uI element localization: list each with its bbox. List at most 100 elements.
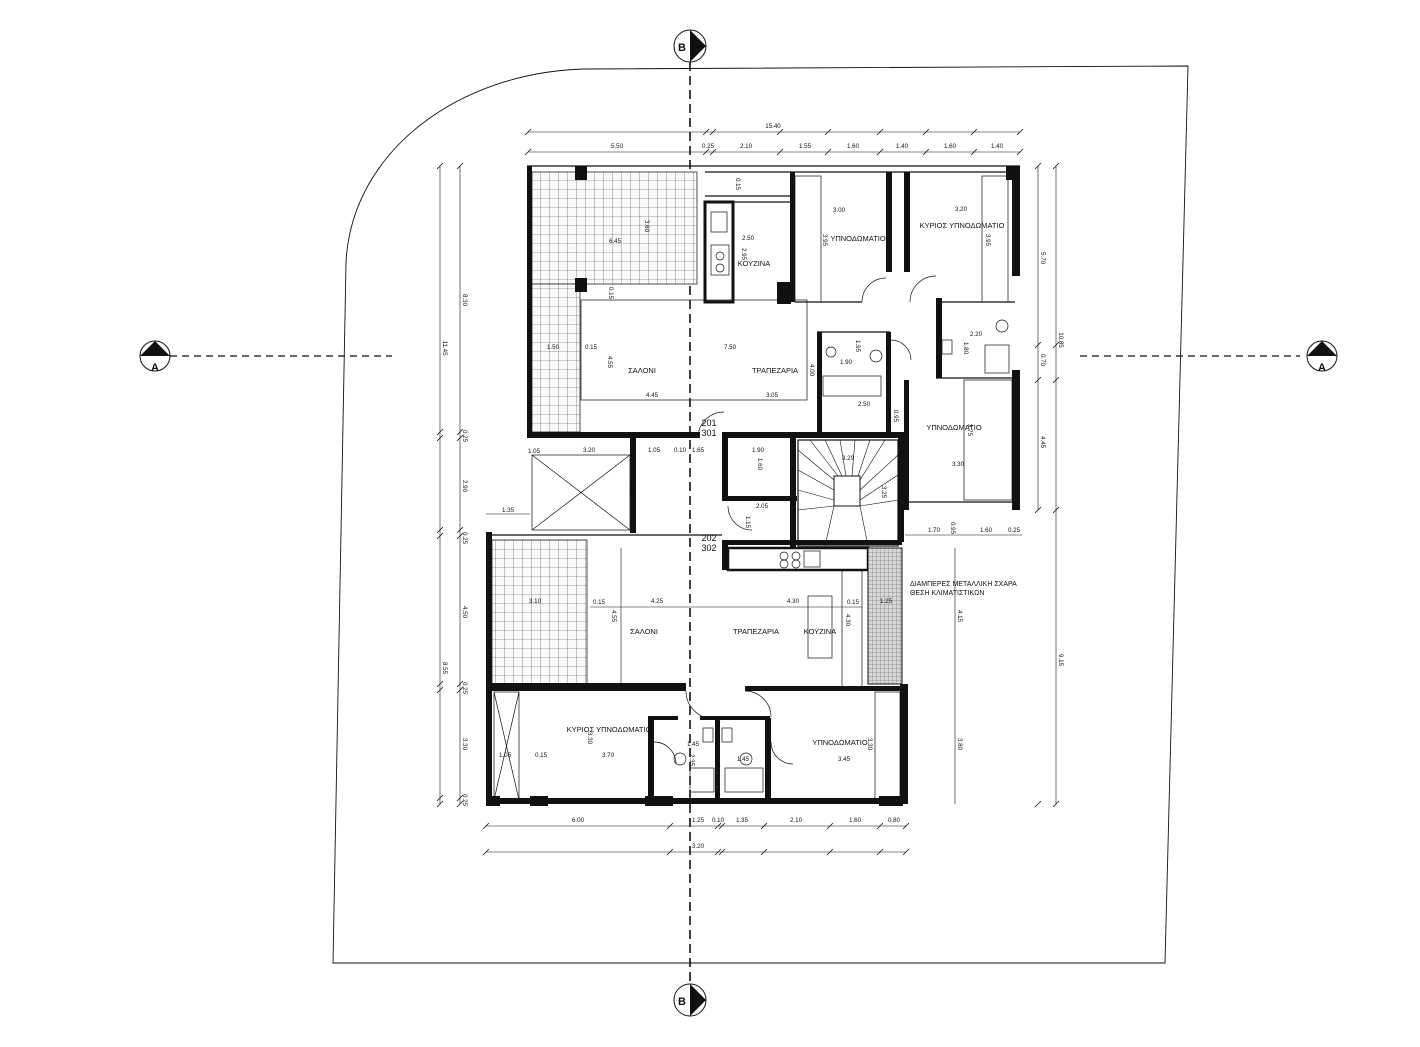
- wall: [486, 798, 906, 804]
- wall: [700, 716, 770, 720]
- dim-left-6: 3.30: [461, 738, 468, 751]
- dim-tick: [482, 848, 490, 856]
- dim-tick: [826, 848, 834, 856]
- dim-tick: [436, 800, 444, 808]
- shower: [984, 344, 1010, 374]
- void-cross: [531, 454, 631, 531]
- toilet: [739, 752, 753, 766]
- dim-tick: [1034, 341, 1042, 349]
- sink: [941, 339, 953, 355]
- wall: [722, 540, 902, 545]
- column: [1006, 166, 1020, 180]
- dim-bed-d: 3.95: [821, 234, 828, 247]
- dim-tick: [714, 848, 722, 856]
- dim-right-5: 9.15: [1057, 654, 1064, 667]
- dim-top-2: 0.25: [702, 143, 715, 150]
- wall: [715, 718, 720, 804]
- toilet: [869, 349, 883, 363]
- dim-k2-d: 4.30: [844, 614, 851, 627]
- dim-stor-d: 1.60: [756, 458, 763, 471]
- dim-tick: [902, 848, 910, 856]
- dim-tick: [1016, 148, 1024, 156]
- dim-m3: 1.65: [692, 447, 705, 454]
- washbasin: [825, 346, 837, 358]
- kitchen-counter: [726, 546, 870, 572]
- wall: [486, 532, 492, 804]
- dim-c1: 0.25: [461, 430, 468, 443]
- bathtub: [822, 375, 882, 397]
- living-zone: [580, 299, 808, 401]
- dim-bed2-w: 3.30: [952, 461, 965, 468]
- dim-ba2: 2.35: [688, 754, 695, 767]
- dim-tick: [666, 822, 674, 830]
- dim-b3-w: 3.45: [838, 756, 851, 763]
- wardrobe-x: [493, 691, 520, 801]
- dim-grate-w: 1.25: [880, 598, 893, 605]
- dim-right-small-2: 0.95: [949, 522, 956, 535]
- wardrobe: [963, 379, 1013, 501]
- dim-top-4: 1.55: [799, 143, 812, 150]
- dim-ba3: 1.45: [737, 756, 750, 763]
- door-swing: [727, 505, 753, 531]
- apartment-number: 202: [701, 533, 716, 543]
- kitchen-counter: [703, 200, 735, 304]
- wall: [765, 718, 771, 804]
- room-living-lower: ΣΑΛΟΝΙ: [630, 627, 658, 636]
- wall: [648, 716, 678, 720]
- door-swing: [861, 277, 887, 303]
- wall: [722, 438, 728, 498]
- hob-ring: [791, 559, 801, 569]
- dim-tick: [922, 148, 930, 156]
- door-swing: [744, 690, 772, 718]
- dim-tick: [456, 532, 464, 540]
- column: [879, 796, 903, 806]
- dim-m2: 0.10: [674, 447, 687, 454]
- dim-tick: [702, 148, 710, 156]
- dim-tick: [436, 794, 444, 802]
- dim-tick: [436, 428, 444, 436]
- dim-void-w: 3.20: [583, 447, 596, 454]
- dim-tick: [1052, 800, 1060, 808]
- dim-tick: [456, 680, 464, 688]
- dim-tick: [436, 686, 444, 694]
- dim-tick: [922, 128, 930, 136]
- section-b-label: B: [678, 996, 686, 1008]
- dim-right-small-3: 1.60: [980, 527, 993, 534]
- dim-c3: 0.25: [461, 682, 468, 695]
- dim-top-3: 2.10: [740, 143, 753, 150]
- dim-living-w: 7.50: [724, 344, 737, 351]
- dim-tick: [760, 848, 768, 856]
- dim-tick: [970, 148, 978, 156]
- wall: [630, 438, 636, 533]
- dim-tick: [776, 148, 784, 156]
- dim-bath-w: 1.90: [840, 359, 853, 366]
- section-b-label: B: [678, 42, 686, 54]
- dim-left-1: 8.30: [461, 294, 468, 307]
- dim-right-small-1: 1.70: [928, 527, 941, 534]
- balcony-paving: [491, 539, 588, 685]
- wall: [1012, 370, 1020, 510]
- dim-bottom-1: 6.00: [572, 817, 585, 824]
- dim-bed-w: 3.00: [833, 207, 846, 214]
- dim-tick: [876, 148, 884, 156]
- dim-left-4: 8.55: [441, 662, 448, 675]
- dim-bottom-2: 1.25: [692, 817, 705, 824]
- section-a-label: A: [1318, 362, 1326, 374]
- door-swing: [685, 690, 715, 720]
- dim-tick: [1016, 128, 1024, 136]
- dim-tick: [456, 434, 464, 442]
- column: [575, 166, 587, 180]
- sink: [710, 211, 728, 233]
- dim-balc-w: 1.50: [547, 344, 560, 351]
- room-bedroom-top: ΥΠΝΟΔΩΜΑΤΙΟ: [830, 234, 885, 243]
- room-kitchen-top: ΚΟΥΖΙΝΑ: [738, 259, 770, 268]
- dim-bath-d: 1.95: [854, 340, 861, 353]
- room-bedroom-lower: ΥΠΝΟΔΩΜΑΤΙΟ: [812, 738, 867, 747]
- dim-bal2-w: 3.10: [529, 598, 542, 605]
- dim-c5: 0.15: [734, 178, 741, 191]
- column: [486, 796, 500, 806]
- column: [575, 278, 587, 292]
- hob-ring: [779, 559, 789, 569]
- dim-tick: [1052, 376, 1060, 384]
- dim-tick: [436, 526, 444, 534]
